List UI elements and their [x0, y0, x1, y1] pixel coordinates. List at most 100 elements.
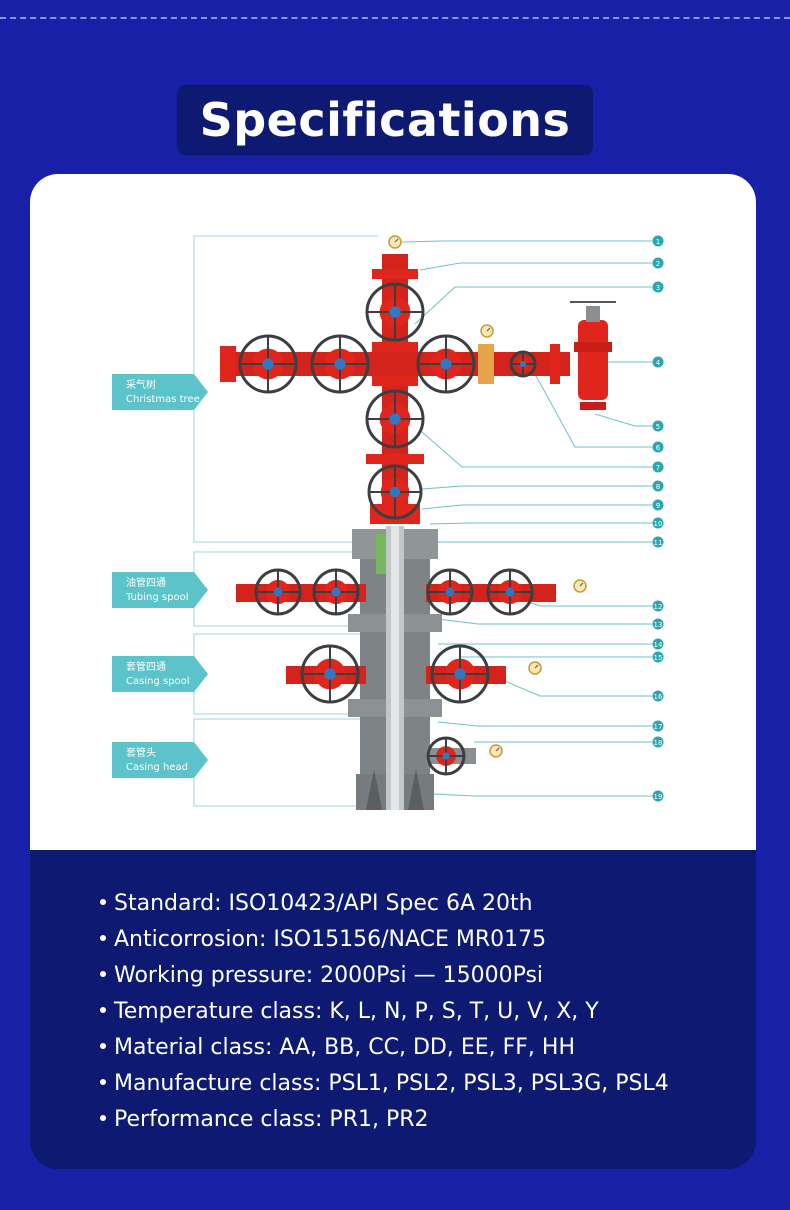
callout-number: 10	[654, 520, 663, 528]
section-label-zh: 套管四通	[126, 660, 166, 673]
spec-item: Temperature class: K, L, N, P, S, T, U, …	[100, 994, 669, 1030]
spec-card: 采气树 Christmas tree 油管四通 Tubing spool 套管四…	[30, 174, 756, 1169]
bullet-icon	[100, 1079, 106, 1085]
callout-3: 3	[652, 281, 664, 293]
spec-item: Standard: ISO10423/API Spec 6A 20th	[100, 886, 669, 922]
callout-9: 9	[652, 499, 664, 511]
top-dashed-divider	[0, 17, 790, 19]
callout-number: 17	[654, 723, 663, 731]
callout-8: 8	[652, 480, 664, 492]
callout-18: 18	[652, 736, 664, 748]
gate-valve	[310, 334, 370, 394]
pressure-gauge	[480, 324, 494, 338]
callout-number: 3	[656, 284, 660, 292]
spec-item: Performance class: PR1, PR2	[100, 1102, 669, 1138]
spec-text: Manufacture class: PSL1, PSL2, PSL3, PSL…	[114, 1071, 669, 1096]
callout-number: 8	[656, 483, 660, 491]
callout-number: 1	[656, 238, 660, 246]
spec-text: Standard: ISO10423/API Spec 6A 20th	[114, 891, 533, 916]
section-label-casing-spool: 套管四通 Casing spool	[112, 656, 208, 692]
callout-number: 11	[654, 539, 663, 547]
gate-valve	[416, 334, 476, 394]
bullet-icon	[100, 1007, 106, 1013]
section-label-zh: 采气树	[126, 378, 156, 391]
wellhead-diagram: 采气树 Christmas tree 油管四通 Tubing spool 套管四…	[112, 235, 664, 810]
section-label-en: Casing head	[126, 762, 188, 773]
wellhead-body	[348, 526, 442, 810]
gate-valve	[300, 644, 360, 704]
spec-item: Material class: AA, BB, CC, DD, EE, FF, …	[100, 1030, 669, 1066]
gate-valve	[426, 568, 474, 616]
gate-valve	[365, 282, 425, 342]
page-title: Specifications	[199, 93, 571, 147]
spec-text: Anticorrosion: ISO15156/NACE MR0175	[114, 927, 547, 952]
callout-11: 11	[652, 536, 664, 548]
diagram-panel: 采气树 Christmas tree 油管四通 Tubing spool 套管四…	[30, 174, 756, 850]
callout-19: 19	[652, 790, 664, 802]
pressure-gauge	[528, 661, 542, 675]
callout-13: 13	[652, 618, 664, 630]
callout-17: 17	[652, 720, 664, 732]
spec-text: Material class: AA, BB, CC, DD, EE, FF, …	[114, 1035, 576, 1060]
spec-text: Temperature class: K, L, N, P, S, T, U, …	[114, 999, 599, 1024]
section-label-casing-head: 套管头 Casing head	[112, 742, 208, 778]
callout-7: 7	[652, 461, 664, 473]
section-label-tubing-spool: 油管四通 Tubing spool	[112, 572, 208, 608]
gate-valve	[430, 644, 490, 704]
title-banner: Specifications	[177, 85, 593, 155]
spec-item: Working pressure: 2000Psi — 15000Psi	[100, 958, 669, 994]
callout-4: 4	[652, 356, 664, 368]
section-label-en: Tubing spool	[125, 592, 189, 603]
gate-valve	[238, 334, 298, 394]
pressure-gauge	[573, 579, 587, 593]
callout-number: 16	[654, 693, 663, 701]
callout-12: 12	[652, 600, 664, 612]
callout-number: 5	[656, 423, 660, 431]
bullet-icon	[100, 971, 106, 977]
section-label-zh: 套管头	[126, 746, 156, 759]
pressure-gauge	[489, 744, 503, 758]
bullet-icon	[100, 935, 106, 941]
pressure-gauges	[388, 235, 587, 758]
callout-number: 15	[654, 654, 663, 662]
callout-number: 6	[656, 444, 661, 452]
callout-number: 18	[654, 739, 663, 747]
gate-valve	[509, 350, 537, 378]
callout-number: 2	[656, 260, 660, 268]
gate-valve	[365, 389, 425, 449]
callout-number: 12	[654, 603, 663, 611]
spec-item: Anticorrosion: ISO15156/NACE MR0175	[100, 922, 669, 958]
bullet-icon	[100, 1043, 106, 1049]
callout-number: 7	[656, 464, 660, 472]
bullet-icon	[100, 899, 106, 905]
callout-6: 6	[652, 441, 664, 453]
callout-16: 16	[652, 690, 664, 702]
callout-number: 19	[654, 793, 663, 801]
gate-valves	[238, 282, 537, 776]
gate-valve	[367, 464, 423, 520]
gate-valve	[254, 568, 302, 616]
callout-14: 14	[652, 638, 664, 650]
callout-number: 14	[654, 641, 663, 649]
callout-number: 4	[656, 359, 661, 367]
callout-1: 1	[652, 235, 664, 247]
gate-valve	[312, 568, 360, 616]
bullet-icon	[100, 1115, 106, 1121]
callout-10: 10	[652, 517, 664, 529]
callout-5: 5	[652, 420, 664, 432]
spec-text: Working pressure: 2000Psi — 15000Psi	[114, 963, 544, 988]
callout-15: 15	[652, 651, 664, 663]
gate-valve	[426, 736, 466, 776]
spec-text: Performance class: PR1, PR2	[114, 1107, 429, 1132]
section-label-en: Casing spool	[126, 676, 190, 687]
gate-valve	[486, 568, 534, 616]
section-label-christmas-tree: 采气树 Christmas tree	[112, 374, 208, 410]
callout-number: 13	[654, 621, 663, 629]
callout-number: 9	[656, 502, 660, 510]
pressure-gauge	[388, 235, 402, 249]
section-label-zh: 油管四通	[126, 576, 166, 589]
choke-assembly	[570, 301, 616, 410]
spec-item: Manufacture class: PSL1, PSL2, PSL3, PSL…	[100, 1066, 669, 1102]
